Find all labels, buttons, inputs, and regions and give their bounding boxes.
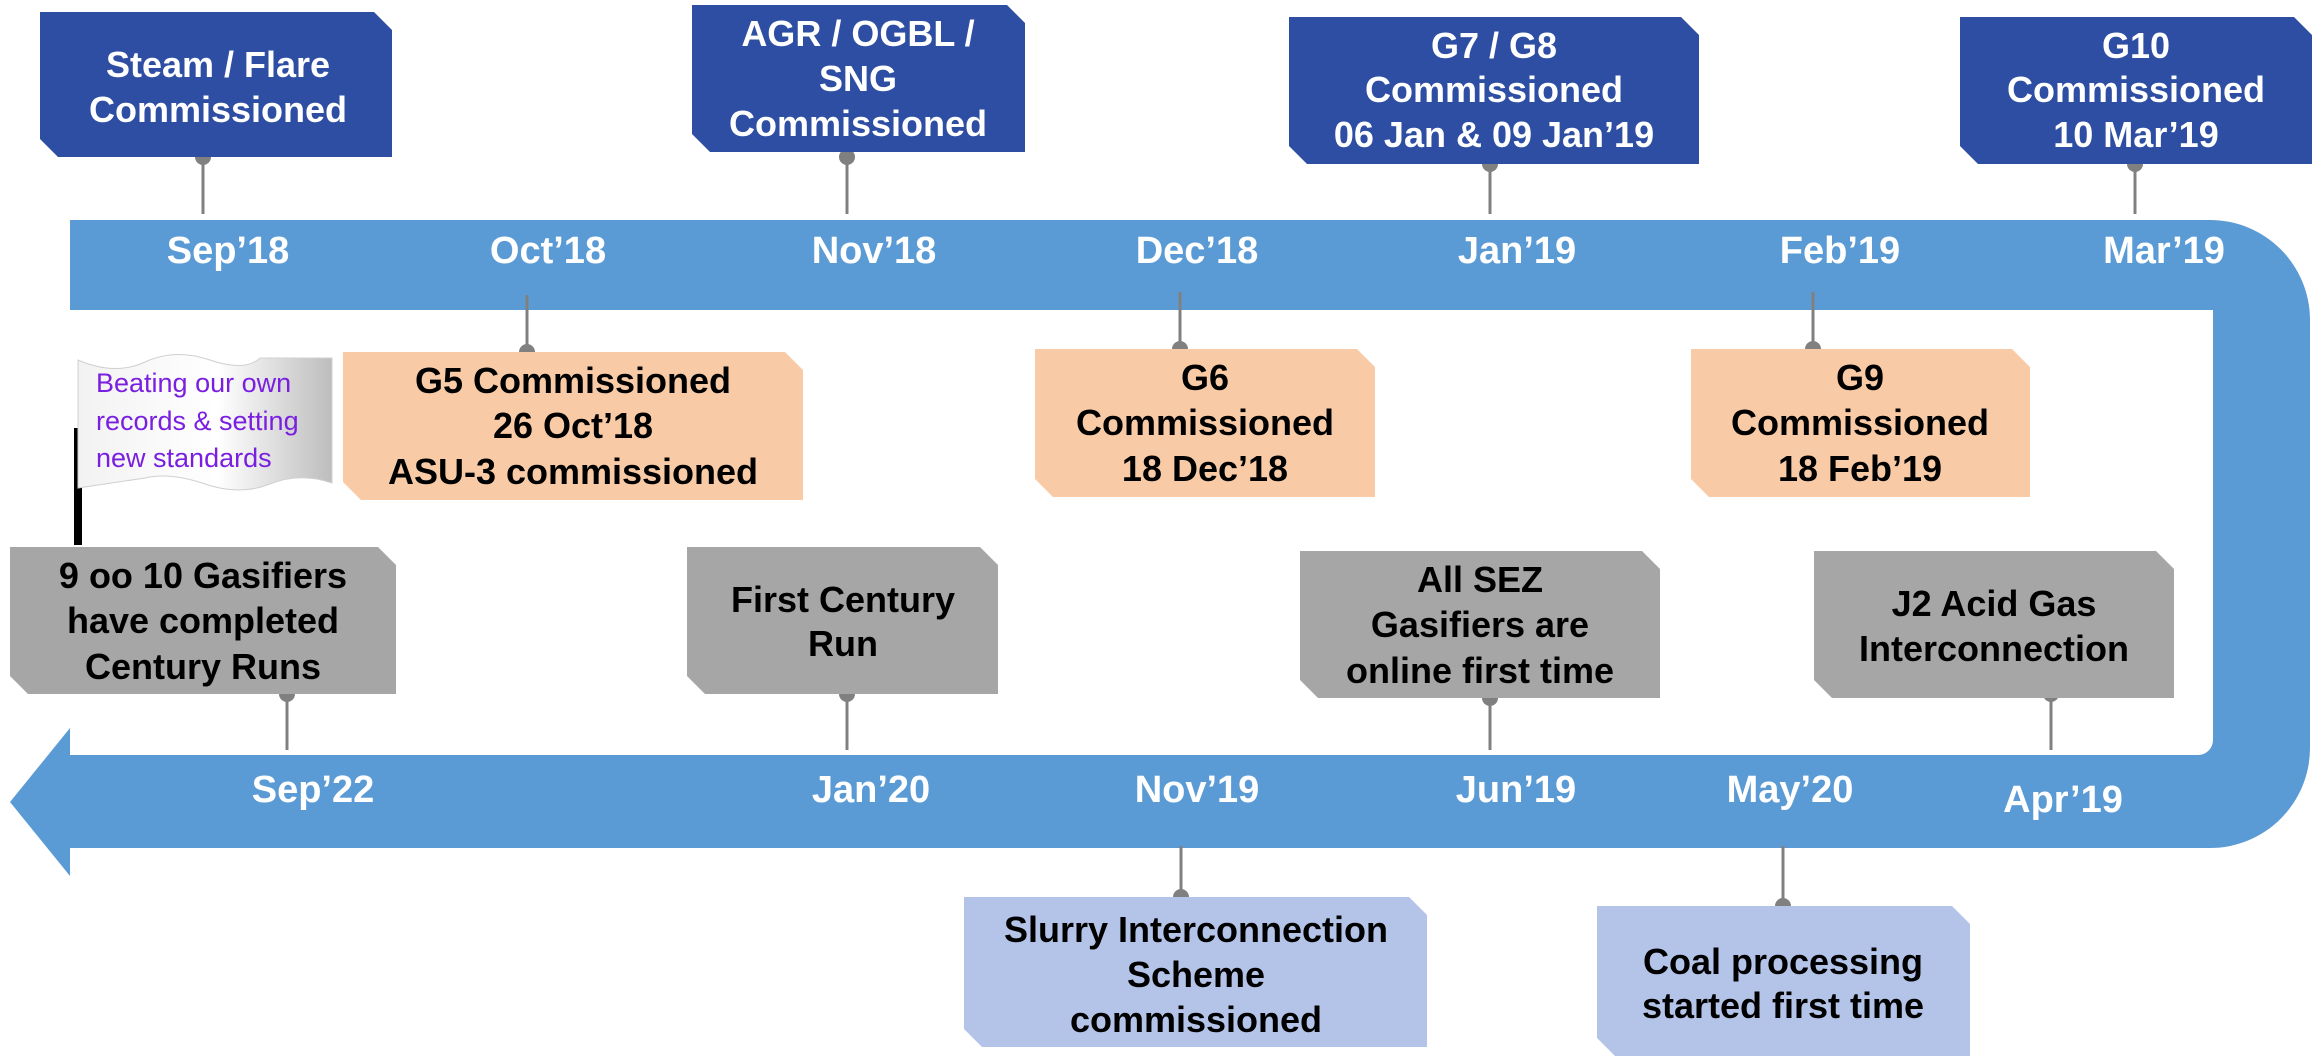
milestone-text-line: Coal processing <box>1643 941 1923 982</box>
milestone-box-shape <box>1960 17 2312 164</box>
milestone-text-line: have completed <box>67 600 339 641</box>
milestone-text-line: All SEZ <box>1417 559 1543 600</box>
month-label-jun19: Jun’19 <box>1456 769 1576 811</box>
month-label-mar19: Mar’19 <box>2103 230 2225 272</box>
milestone-text-line: Commissioned <box>89 89 347 130</box>
milestone-text-line: online first time <box>1346 650 1614 691</box>
milestone-text-line: 9 oo 10 Gasifiers <box>59 555 347 596</box>
bottom-month-labels: Sep’22 Jan’20 Nov’19 Jun’19 May’20 Apr’1… <box>252 769 2123 821</box>
milestone-text-line: ASU-3 commissioned <box>388 451 758 492</box>
milestone-text-line: First Century <box>731 579 955 620</box>
milestone-text-line: G6 <box>1181 357 1229 398</box>
milestone-text-line: Commissioned <box>2007 69 2265 110</box>
month-label-jan20: Jan’20 <box>812 769 930 811</box>
milestone-text-line: Gasifiers are <box>1371 604 1589 645</box>
milestone-text-line: Century Runs <box>85 646 321 687</box>
month-label-oct18: Oct’18 <box>490 230 606 272</box>
milestone-text-line: 26 Oct’18 <box>493 405 653 446</box>
flag-text-line-2: records & setting <box>96 406 299 436</box>
month-label-may20: May’20 <box>1727 769 1854 811</box>
milestone-box-shape <box>1597 906 1970 1056</box>
flag-banner <box>77 353 333 491</box>
month-label-jan19: Jan’19 <box>1458 230 1576 272</box>
milestone-text-line: 10 Mar’19 <box>2053 114 2218 155</box>
milestone-text-line: Interconnection <box>1859 628 2129 669</box>
month-label-dec18: Dec’18 <box>1136 230 1259 272</box>
milestone-text-line: Scheme <box>1127 954 1265 995</box>
milestone-text-line: 18 Feb’19 <box>1778 448 1942 489</box>
track-arrowhead <box>10 728 70 876</box>
milestone-text-line: Commissioned <box>1731 402 1989 443</box>
month-label-nov18: Nov’18 <box>812 230 937 272</box>
milestone-text-line: 18 Dec’18 <box>1122 448 1288 489</box>
milestone-box-shape <box>1289 17 1699 164</box>
flag-graphic: Beating our own records & setting new st… <box>74 353 333 545</box>
milestone-text-line: 06 Jan & 09 Jan’19 <box>1334 114 1654 155</box>
milestone-text-line: Steam / Flare <box>106 44 330 85</box>
milestone-box-shape <box>343 352 803 500</box>
milestone-text-line: SNG <box>819 58 897 99</box>
milestone-box-shape <box>1035 349 1375 497</box>
milestone-text-line: AGR / OGBL / <box>741 13 974 54</box>
milestone-text-line: G7 / G8 <box>1431 25 1557 66</box>
month-label-nov19: Nov’19 <box>1135 769 1260 811</box>
milestone-box-shape <box>687 547 998 694</box>
track-top-band <box>70 220 2310 610</box>
milestone-text-line: Commissioned <box>729 103 987 144</box>
milestone-text-line: commissioned <box>1070 999 1322 1040</box>
connector-dot <box>839 149 855 165</box>
timeline-track <box>10 220 2310 876</box>
milestone-text-line: Run <box>808 623 878 664</box>
month-label-feb19: Feb’19 <box>1780 230 1900 272</box>
milestone-box-shape <box>10 547 396 694</box>
milestone-box-shape <box>1300 551 1660 698</box>
flag-text-line-3: new standards <box>96 443 272 473</box>
milestone-text-line: started first time <box>1642 985 1924 1026</box>
milestone-text-line: J2 Acid Gas <box>1892 583 2097 624</box>
milestone-text-line: G9 <box>1836 357 1884 398</box>
milestone-text-line: Commissioned <box>1076 402 1334 443</box>
milestone-box-shape <box>40 12 392 157</box>
milestone-box-shape <box>964 897 1427 1047</box>
month-label-sep22: Sep’22 <box>252 769 375 811</box>
flag-text-line-1: Beating our own <box>96 368 291 398</box>
milestone-text-line: Slurry Interconnection <box>1004 909 1388 950</box>
milestone-text-line: Commissioned <box>1365 69 1623 110</box>
milestone-text-line: G10 <box>2102 25 2170 66</box>
top-month-labels: Sep’18 Oct’18 Nov’18 Dec’18 Jan’19 Feb’1… <box>167 230 2225 272</box>
milestone-box-shape <box>1691 349 2030 497</box>
month-label-apr19: Apr’19 <box>2003 779 2123 821</box>
milestone-box-shape <box>692 5 1025 152</box>
milestone-text-line: G5 Commissioned <box>415 360 731 401</box>
milestone-box-shape <box>1814 551 2174 698</box>
track-bottom-band <box>70 600 2310 848</box>
month-label-sep18: Sep’18 <box>167 230 290 272</box>
